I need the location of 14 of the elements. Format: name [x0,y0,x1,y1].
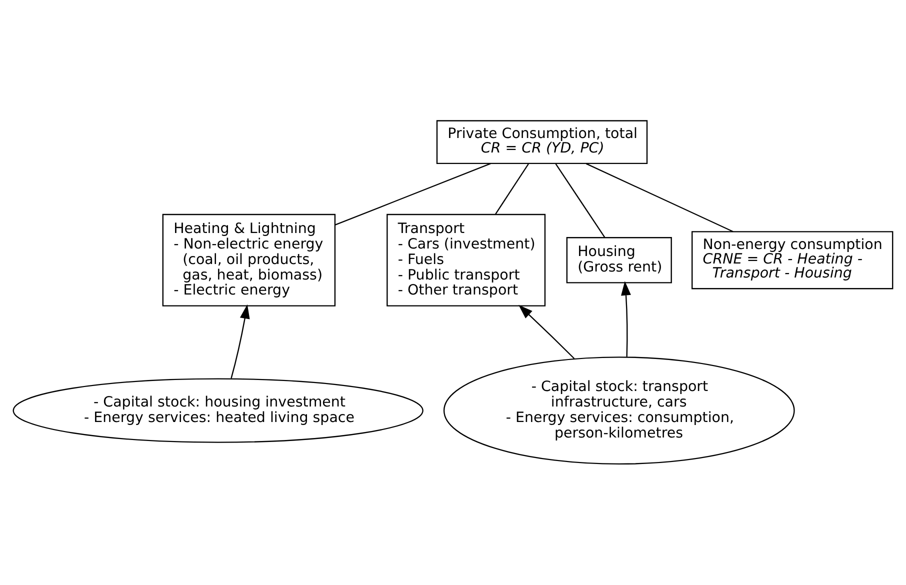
node-ellipse: - Capital stock: housing investment - Energy services: heated living space [12,378,424,443]
node-box: Non-energy consumption CRNE = CR - Heating - Transport - Housing [692,231,894,290]
arrow [621,281,631,357]
arrow [230,304,250,378]
node-box: Housing (Gross rent) [566,237,672,284]
node-ellipse: - Capital stock: transport infrastructure, cars - Energy services: consumption, person-kilometres [443,356,795,465]
connector [335,163,491,226]
connector [495,164,529,214]
connector [555,164,606,238]
node-box: Transport - Cars (investment) - Fuels - Public transport - Other transport [386,214,546,306]
node-box: Private Consumption, total CR = CR (YD, PC) [436,120,648,164]
arrow [518,304,575,359]
connector [586,163,734,232]
node-box: Heating & Lightning - Non-electric energy (coal, oil products, gas, heat, biomass) - Electric energy [162,214,336,306]
